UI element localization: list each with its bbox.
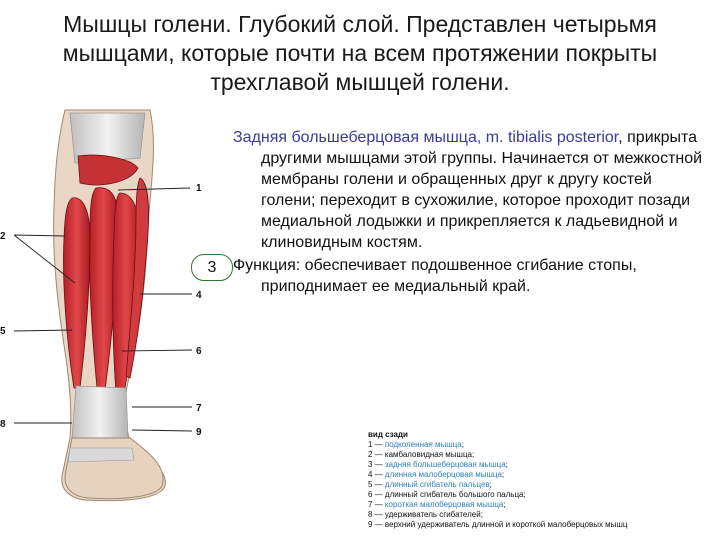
legend-item-end: ;: [501, 470, 505, 479]
figure-label-1: 1: [196, 183, 202, 194]
legend-item: 7 — короткая малоберцовая мышца;: [368, 500, 708, 510]
legend-item-text: длинный сгибатель большого пальца: [384, 490, 524, 499]
figure-label-7: 7: [196, 403, 202, 414]
legend-item-text[interactable]: короткая малоберцовая мышца: [384, 500, 504, 509]
leader-line-2b: [13, 234, 76, 284]
legend-title: вид сзади: [368, 430, 408, 439]
legend-item: 2 — камбаловидная мышца;: [368, 450, 708, 460]
legend-item-number: 7 —: [368, 500, 385, 509]
legend-item-number: 9 —: [368, 520, 385, 529]
description-block: Задняя большеберцовая мышца, m. tibialis…: [233, 127, 703, 299]
figure-label-8: 8: [0, 419, 6, 430]
legend-item: 5 — длинный сгибатель пальцев;: [368, 480, 708, 490]
leader-line-1: [117, 187, 191, 191]
legend-item-end: ;: [472, 450, 475, 459]
muscle-number-badge: 3: [191, 254, 233, 281]
popliteus-muscle: [77, 154, 139, 186]
leader-line-5: [13, 329, 73, 332]
legend-item: 3 — задняя большеберцовая мышца;: [368, 460, 708, 470]
leg-muscle-illustration: 1 2 4 5 6 7 8 9: [0, 109, 202, 502]
figure-label-2: 2: [0, 231, 6, 242]
legend-item-end: ;: [503, 500, 506, 509]
legend-item: 1 — подколенная мышца;: [368, 440, 708, 450]
figure-label-5: 5: [0, 326, 6, 337]
heel: [64, 437, 164, 500]
description-paragraph: Задняя большеберцовая мышца, m. tibialis…: [233, 127, 703, 253]
muscle-name-suffix: ,: [618, 129, 623, 146]
function-paragraph: Функция: обеспечивает подошвенное сгибан…: [233, 257, 637, 295]
legend-item-end: ;: [480, 510, 483, 519]
legend-item-number: 6 —: [368, 490, 385, 499]
legend-item-end: ;: [523, 490, 526, 499]
legend-item-end: ;: [461, 440, 464, 449]
figure-label-4: 4: [196, 290, 202, 301]
legend-item: 6 — длинный сгибатель большого пальца;: [368, 490, 708, 500]
leader-line-2a: [13, 234, 66, 237]
lower-tendons: [71, 385, 129, 441]
figure-legend: вид сзади 1 — подколенная мышца;2 — камб…: [368, 430, 708, 530]
legend-item: 9 — верхний удерживатель длинной и корот…: [368, 520, 708, 530]
legend-item-text[interactable]: подколенная мышца: [384, 440, 462, 449]
legend-item-text[interactable]: длинный сгибатель пальцев: [384, 480, 490, 489]
slide-title: Мышцы голени. Глубокий слой. Представлен…: [62, 11, 658, 95]
legend-item-text: камбаловидная мышца: [384, 450, 473, 459]
legend-item-end: ;: [489, 480, 492, 489]
legend-item-number: 2 —: [368, 450, 385, 459]
legend-item-number: 8 —: [368, 510, 385, 519]
leader-line-6: [121, 349, 193, 352]
legend-item-text[interactable]: длинная малоберцовая мышца: [384, 470, 502, 479]
legend-item-number: 5 —: [368, 480, 385, 489]
legend-list: 1 — подколенная мышца;2 — камбаловидная …: [368, 440, 708, 530]
figure-label-9: 9: [196, 427, 202, 438]
legend-item-end: ;: [505, 460, 508, 469]
leader-line-9: [131, 429, 193, 432]
retinaculum: [67, 447, 135, 463]
legend-item-text: удерживатель сгибателей: [384, 510, 481, 519]
legend-item-text: верхний удерживатель длинной и короткой …: [384, 520, 628, 529]
peroneus-muscle: [125, 177, 149, 379]
legend-item-number: 3 —: [368, 460, 385, 469]
legend-item-number: 1 —: [368, 440, 385, 449]
figure-label-6: 6: [196, 346, 202, 357]
legend-item: 4 — длинная малоберцовая мышца;: [368, 470, 708, 480]
muscle-name: Задняя большеберцовая мышца, m. tibialis…: [233, 129, 619, 146]
description-text: прикрыта другими мышцами этой группы. На…: [261, 129, 703, 251]
legend-item: 8 — удерживатель сгибателей;: [368, 510, 708, 520]
legend-item-text[interactable]: задняя большеберцовая мышца: [384, 460, 506, 469]
legend-item-number: 4 —: [368, 470, 385, 479]
knee-tendons: [69, 112, 146, 164]
